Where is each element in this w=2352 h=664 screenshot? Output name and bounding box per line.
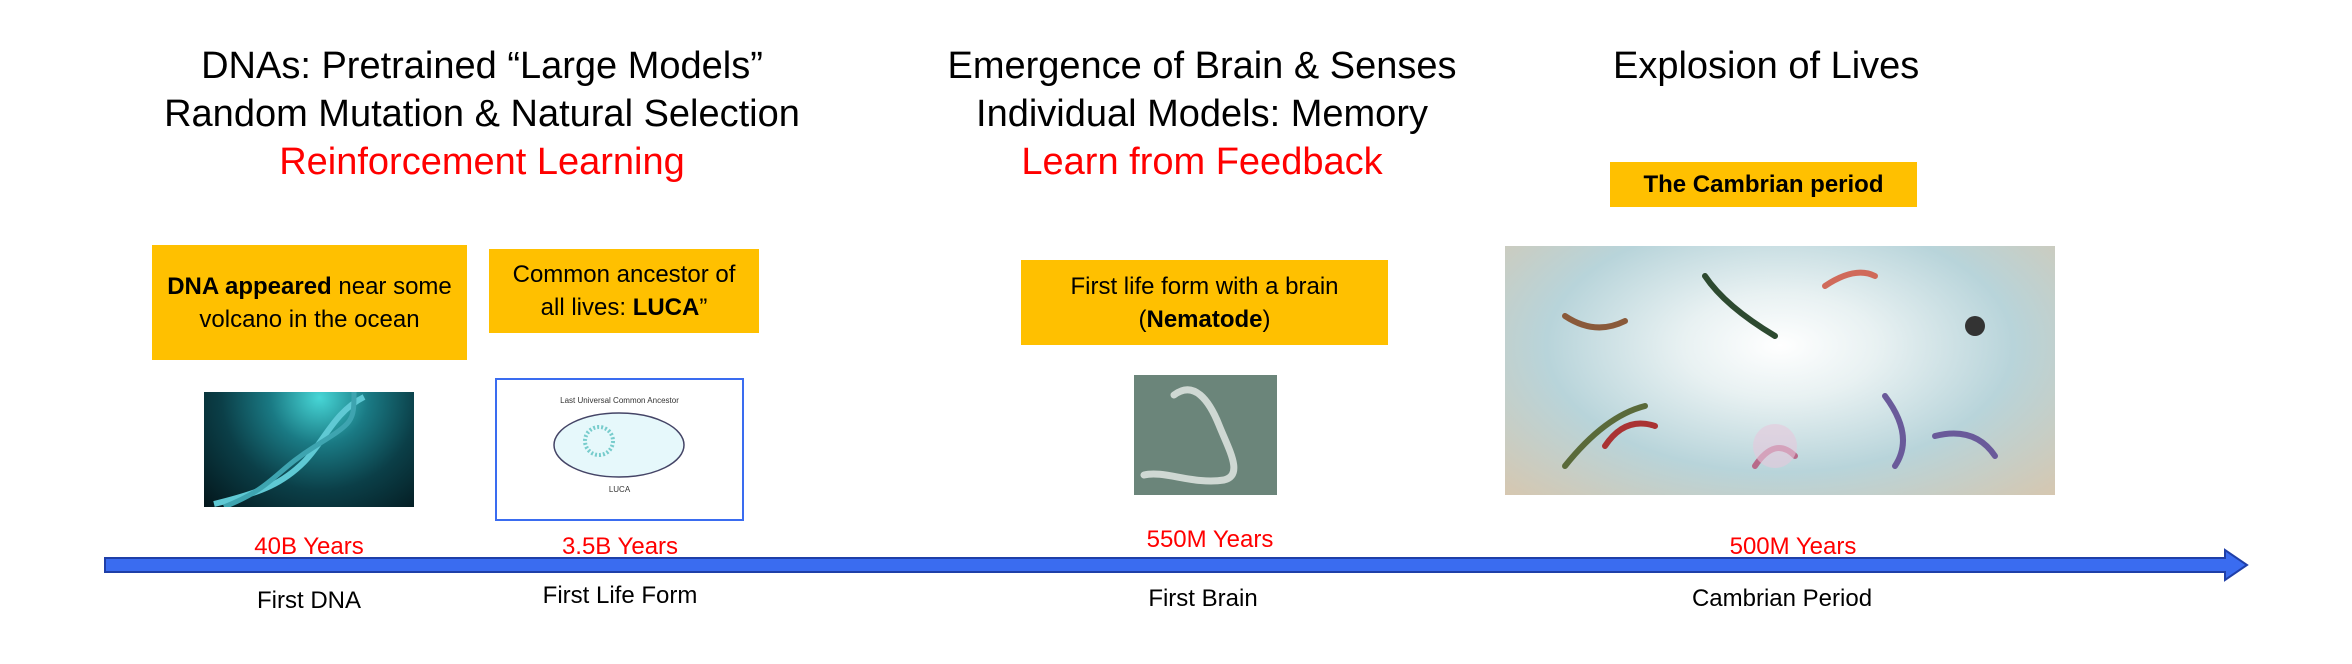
cambrian-creatures-icon: [1562, 269, 1998, 469]
callout-text: ): [1262, 305, 1271, 333]
milestone-label: First Life Form: [542, 582, 698, 609]
callout-bold: LUCA: [632, 294, 700, 321]
heading-line: DNAs: Pretrained “Large Models”: [201, 45, 763, 87]
callout-text: Common ancestor of all lives:: [512, 261, 736, 321]
heading-line: Explosion of Lives: [1613, 45, 1920, 87]
callout-bold: Nematode: [1146, 305, 1263, 333]
years-label: 3.5B Years: [561, 533, 679, 560]
years-label: 40B Years: [254, 533, 364, 560]
milestone-label: Cambrian Period: [1691, 585, 1873, 612]
dna-helix-image: [204, 392, 414, 507]
nematode-callout: First life form with a brain (Nematode): [1021, 260, 1388, 345]
heading-highlight: Reinforcement Learning: [279, 141, 685, 183]
heading-line: Random Mutation & Natural Selection: [164, 93, 800, 135]
luca-image: Last Universal Common Ancestor LUCA: [495, 378, 744, 521]
luca-image-label: LUCA: [608, 485, 631, 494]
nematode-image: [1134, 375, 1277, 495]
milestone-label: First DNA: [257, 587, 361, 614]
section-heading-dna: DNAs: Pretrained “Large Models” Random M…: [164, 42, 800, 186]
timeline-axis-arrow: [104, 548, 2249, 582]
dna-callout: DNA appeared near some volcano in the oc…: [152, 245, 467, 360]
nematode-icon: [1140, 386, 1238, 485]
callout-text: ”: [699, 294, 708, 321]
callout-bold: The Cambrian period: [1643, 171, 1884, 198]
milestone-label: First Brain: [1148, 585, 1258, 612]
heading-line: Individual Models: Memory: [976, 93, 1428, 135]
years-label: 500M Years: [1729, 533, 1857, 560]
cambrian-image: [1505, 246, 2055, 495]
callout-text: near some volcano in the ocean: [199, 272, 452, 333]
cell-icon: [553, 412, 685, 478]
heading-line: Emergence of Brain & Senses: [947, 45, 1457, 87]
callout-text: First life form with a brain (: [1070, 272, 1339, 333]
luca-image-title: Last Universal Common Ancestor: [560, 396, 679, 405]
luca-callout: Common ancestor of all lives: LUCA”: [489, 249, 759, 333]
cambrian-callout: The Cambrian period: [1610, 162, 1917, 207]
years-label: 550M Years: [1146, 526, 1274, 553]
heading-highlight: Learn from Feedback: [1021, 141, 1383, 183]
dna-helix-icon: [213, 392, 366, 507]
callout-bold: DNA appeared: [167, 272, 332, 300]
section-heading-explosion: Explosion of Lives: [1613, 42, 1919, 90]
section-heading-brain: Emergence of Brain & Senses Individual M…: [947, 42, 1456, 186]
